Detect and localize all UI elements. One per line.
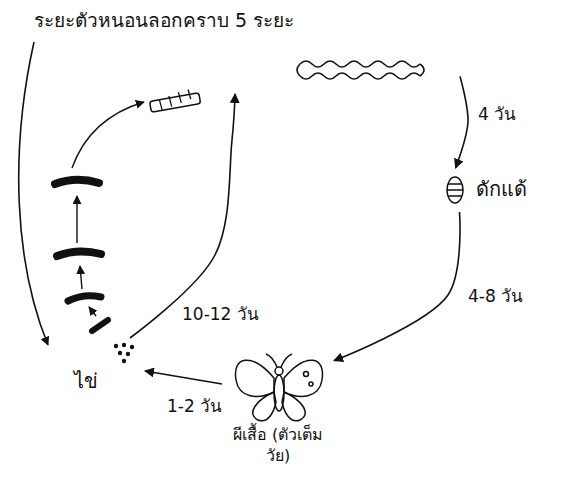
larva-stage: ระยะตัวหนอนลอกคราบ 5 ระยะ [30,6,460,94]
stage-arrow [456,76,468,168]
duration-label: 10-12 วัน [180,300,261,327]
molt-arrow [72,102,144,316]
pupa-stage: ดักแด้ [440,168,570,212]
duration-label: 4 วัน [476,100,518,127]
duration-label: 1-2 วัน [165,396,224,416]
larva-drawing [150,89,201,112]
larva-drawing [57,251,101,256]
larva-drawing [68,296,101,301]
pupa-drawing [447,177,463,203]
stage-label: ดักแด้ [476,176,570,202]
adult-stage: ผีเสื้อ (ตัวเต็มวัย) [222,345,334,475]
stage-label: ไข่ [74,368,145,394]
egg-dots [114,343,134,363]
butterfly-drawing [235,354,322,421]
egg-stage: ไข่ [70,338,145,398]
larva-drawing [92,320,108,331]
stage-bracket-arrow [19,42,48,345]
stage-arrow [145,371,222,384]
duration-label: 10-12 วัน [180,304,261,324]
duration-label: 4-8 วัน [466,282,525,309]
large-larva-drawing [297,61,424,79]
duration-label: 1-2 วัน [165,392,224,419]
duration-label: 4-8 วัน [466,286,525,306]
stage-arrow [334,212,460,361]
larva-drawing [55,180,99,184]
stage-label: ระยะตัวหนอนลอกคราบ 5 ระยะ [34,8,456,33]
stage-arrow [130,94,235,338]
duration-label: 4 วัน [476,104,518,124]
stage-label: ผีเสื้อ (ตัวเต็มวัย) [224,425,332,467]
